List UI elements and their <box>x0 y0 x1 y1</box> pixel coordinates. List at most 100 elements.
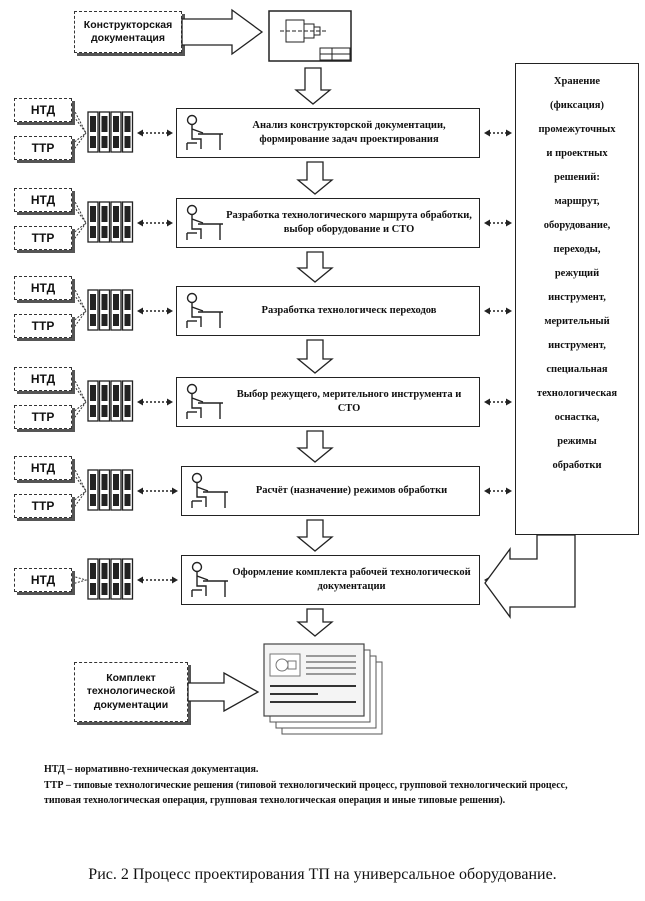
reference-callout-нтд: НТД <box>14 276 72 300</box>
reference-pointer <box>71 310 87 331</box>
storage-text: Хранение (фиксация) промежуточных и проектн… <box>537 70 617 478</box>
step-storage-link <box>484 487 512 495</box>
library-step-link <box>137 129 173 137</box>
process-step-label: Оформление комплекта рабочей технологиче… <box>232 566 471 592</box>
flow-arrow-4 <box>296 430 334 463</box>
storage-line: оборудование, <box>543 220 611 231</box>
reference-label: ТТР <box>31 319 55 333</box>
storage-line: режущий <box>554 268 600 279</box>
reference-label: НТД <box>30 281 56 295</box>
reference-pointer <box>71 105 87 134</box>
reference-label: ТТР <box>31 141 55 155</box>
legend-notes: НТД – нормативно-техническая документаци… <box>44 762 584 809</box>
storage-line: мерительный <box>544 316 610 327</box>
library-step-link <box>137 398 173 406</box>
flow-arrow-6 <box>296 608 334 637</box>
reference-label: НТД <box>30 372 56 386</box>
reference-callout-нтд: НТД <box>14 98 72 122</box>
library-step-link <box>137 219 173 227</box>
technical-drawing-icon <box>268 10 352 62</box>
storage-line: и проектных <box>546 148 608 159</box>
storage-line: оснастка, <box>554 412 600 423</box>
process-step-4: Выбор режущего, мерительного инструмента… <box>176 377 480 427</box>
library-step-link <box>137 307 173 315</box>
process-documentation-callout: Комплект технологической документации <box>74 662 188 722</box>
reference-callout-ттр: ТТР <box>14 494 72 518</box>
reference-pointer <box>71 463 87 492</box>
design-documentation-label: Конструкторская документация <box>83 18 173 44</box>
storage-line: технологическая <box>536 388 618 399</box>
process-step-6: Оформление комплекта рабочей технологиче… <box>181 555 480 605</box>
library-step-link <box>137 487 178 495</box>
flow-arrow-5 <box>296 519 334 552</box>
process-step-2: Разработка технологического маршрута обр… <box>176 198 480 248</box>
reference-binders-icon <box>87 380 134 422</box>
storage-line: маршрут, <box>554 196 600 207</box>
process-step-label: Разработка технологическ переходов <box>261 304 437 316</box>
figure-caption: Рис. 2 Процесс проектирования ТП на унив… <box>88 866 557 883</box>
document-stack-icon <box>263 643 383 735</box>
engineer-at-desk-icon <box>186 292 223 328</box>
step-storage-link <box>484 129 512 137</box>
engineer-at-desk-icon <box>186 204 223 240</box>
reference-pointer <box>71 575 88 585</box>
storage-line: специальная <box>546 364 608 375</box>
storage-line: промежуточных <box>538 124 616 135</box>
reference-callout-нтд: НТД <box>14 367 72 391</box>
step-storage-link <box>484 307 512 315</box>
engineer-at-desk-icon <box>191 561 228 597</box>
flow-arrow-2 <box>296 251 334 283</box>
process-step-label: Выбор режущего, мерительного инструмента… <box>236 388 462 414</box>
engineer-at-desk-icon <box>186 114 223 150</box>
step-storage-link <box>484 398 512 406</box>
flow-arrow-1 <box>296 161 334 195</box>
storage-feedback-arrow <box>484 534 576 619</box>
reference-label: НТД <box>30 193 56 207</box>
reference-callout-ттр: ТТР <box>14 314 72 338</box>
step-storage-link <box>484 219 512 227</box>
reference-binders-icon <box>87 558 134 600</box>
reference-binders-icon <box>87 201 134 243</box>
storage-line: решений: <box>554 172 600 183</box>
engineer-at-desk-icon <box>191 472 228 508</box>
engineer-at-desk-icon <box>186 383 223 419</box>
reference-callout-нтд: НТД <box>14 568 72 592</box>
reference-label: НТД <box>30 103 56 117</box>
design-documentation-callout: Конструкторская документация <box>74 11 182 53</box>
storage-line: инструмент, <box>548 340 606 351</box>
reference-binders-icon <box>87 289 134 331</box>
reference-binders-icon <box>87 469 134 511</box>
reference-pointer <box>71 132 87 153</box>
storage-line: инструмент, <box>548 292 606 303</box>
storage-line: (фиксация) <box>550 100 604 111</box>
process-documentation-label: Комплект технологической документации <box>86 672 176 711</box>
library-step-link <box>137 576 178 584</box>
storage-line: обработки <box>552 460 602 471</box>
ttr-definition: ТТР – типовые технологические решения (т… <box>44 779 568 807</box>
reference-callout-ттр: ТТР <box>14 136 72 160</box>
reference-pointer <box>71 195 87 224</box>
reference-callout-ттр: ТТР <box>14 226 72 250</box>
reference-label: НТД <box>30 573 56 587</box>
storage-line: режимы <box>557 436 597 447</box>
flow-arrow-start <box>294 67 332 105</box>
storage-line: Хранение <box>553 76 601 87</box>
ntd-definition: НТД – нормативно-техническая документаци… <box>44 764 259 775</box>
process-step-1: Анализ конструкторской документации, фор… <box>176 108 480 158</box>
reference-binders-icon <box>87 111 134 153</box>
process-step-label: Анализ конструкторской документации, фор… <box>252 119 446 145</box>
reference-callout-нтд: НТД <box>14 188 72 212</box>
reference-label: НТД <box>30 461 56 475</box>
process-step-3: Разработка технологическ переходов <box>176 286 480 336</box>
reference-pointer <box>71 490 87 511</box>
process-step-label: Разработка технологического маршрута обр… <box>226 209 472 235</box>
reference-callout-ттр: ТТР <box>14 405 72 429</box>
storage-box: Хранение (фиксация) промежуточных и проектн… <box>515 63 639 535</box>
reference-pointer <box>71 374 87 403</box>
process-step-5: Расчёт (назначение) режимов обработки <box>181 466 480 516</box>
reference-label: ТТР <box>31 499 55 513</box>
flow-arrow-3 <box>296 339 334 374</box>
